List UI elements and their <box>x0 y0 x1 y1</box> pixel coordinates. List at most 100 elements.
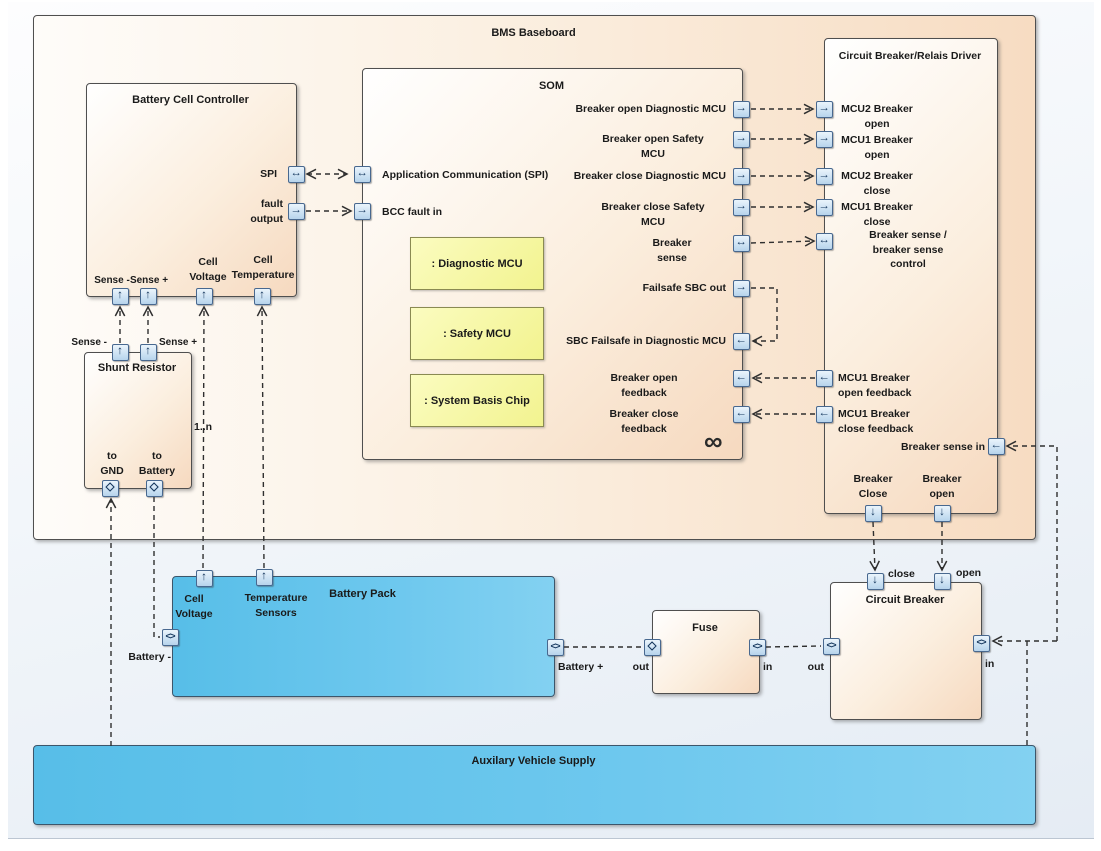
port-som-open-feedback: ← <box>732 369 750 387</box>
block-shunt-resistor <box>84 352 192 489</box>
block-battery-pack <box>172 576 555 697</box>
port-cb-open: ↓ <box>933 572 951 590</box>
circuit-breaker-title: Circuit Breaker <box>865 594 945 606</box>
port-drv-breaker-sense-in: ← <box>987 437 1005 455</box>
port-som-breaker-close-safety: → <box>732 198 750 216</box>
bms-baseboard-title: BMS Baseboard <box>491 27 576 39</box>
label-breaker-open-diag: Breaker open Diagnostic MCU <box>575 103 726 115</box>
port-drv-sense-ctrl: ↔ <box>815 232 833 250</box>
label-breaker-close-diag: Breaker close Diagnostic MCU <box>573 170 726 182</box>
label-fuse-out: out <box>632 661 649 673</box>
port-bcc-fault-output: → <box>287 202 305 220</box>
port-drv-mcu1-open: → <box>815 130 833 148</box>
port-som-sbc-failsafe-in: ← <box>732 332 750 350</box>
label-breaker-close-safety: Breaker close Safety MCU <box>601 201 705 228</box>
port-shunt-sense-minus: ↑ <box>111 343 129 361</box>
label-fuse-in: in <box>763 661 773 673</box>
label-failsafe-sbc-out: Failsafe SBC out <box>642 282 726 294</box>
driver-title: Circuit Breaker/Relais Driver <box>838 50 982 62</box>
label-shunt-sense-minus: Sense - <box>71 337 107 348</box>
label-fault-output: fault output <box>250 198 283 225</box>
port-drv-breaker-open: ↓ <box>933 504 951 522</box>
label-bcc-cell-voltage: Cell Voltage <box>189 256 227 283</box>
port-fuse-out: ◇ <box>643 638 661 656</box>
label-bcc-sense-minus: Sense - <box>94 275 130 286</box>
label-breaker-open-safety: Breaker open Safety MCU <box>602 133 704 160</box>
port-som-breaker-sense: ↔ <box>732 234 750 252</box>
som-title: SOM <box>538 80 565 92</box>
port-bcc-sense-plus: ↑ <box>139 287 157 305</box>
label-cb-close: close <box>888 568 915 580</box>
goggles-icon: ∞ <box>704 426 723 456</box>
label-bp-cell-voltage: Cell Voltage <box>175 593 213 620</box>
label-breaker-sense-ctrl: Breaker sense / breaker sense control <box>869 229 947 270</box>
label-breaker-sense-in: Breaker sense in <box>900 441 985 453</box>
label-cb-open: open <box>956 567 982 579</box>
port-drv-mcu1-close: → <box>815 198 833 216</box>
port-drv-mcu2-open: → <box>815 100 833 118</box>
port-drv-breaker-close: ↓ <box>864 504 882 522</box>
part-system-basis-chip: : System Basis Chip <box>410 374 544 427</box>
label-spi: SPI <box>260 168 277 180</box>
label-mcu2-breaker-close: MCU2 Breaker close <box>841 170 913 197</box>
port-drv-close-feedback: ← <box>815 405 833 423</box>
block-aux-vehicle-supply <box>33 745 1036 825</box>
port-bcc-spi: ↔ <box>287 165 305 183</box>
label-app-comm: Application Communication (SPI) <box>382 169 549 181</box>
port-bcc-cell-temperature: ↑ <box>253 287 271 305</box>
port-cb-close: ↓ <box>866 572 884 590</box>
shunt-resistor-title: Shunt Resistor <box>97 362 177 374</box>
label-mcu1-breaker-close: MCU1 Breaker close <box>841 201 913 228</box>
port-cb-out: <> <box>822 637 840 655</box>
port-bp-battery-plus: <> <box>546 638 564 656</box>
label-shunt-sense-plus: Sense + <box>159 337 198 348</box>
label-bcc-sense-plus: Sense + <box>129 275 169 286</box>
label-cb-out: out <box>807 661 824 673</box>
port-cb-in: <> <box>972 634 990 652</box>
port-bp-cell-voltage: ↑ <box>195 569 213 587</box>
label-cb-in: in <box>985 658 995 670</box>
port-bp-temp-sensors: ↑ <box>255 568 273 586</box>
port-bcc-sense-minus: ↑ <box>111 287 129 305</box>
port-som-breaker-open-diag: → <box>732 100 750 118</box>
battery-pack-title: Battery Pack <box>329 588 396 600</box>
fuse-title: Fuse <box>692 622 718 634</box>
label-bp-temp-sensors: Temperature Sensors <box>244 592 308 619</box>
label-sbc-failsafe-in: SBC Failsafe in Diagnostic MCU <box>566 335 726 347</box>
port-shunt-to-battery: ◇ <box>145 479 163 497</box>
label-drv-breaker-close: Breaker Close <box>853 473 893 500</box>
block-circuit-breaker-relais-driver <box>824 38 998 514</box>
label-drv-breaker-open: Breaker open <box>922 473 962 500</box>
label-mcu2-breaker-open: MCU2 Breaker open <box>841 103 913 130</box>
port-drv-open-feedback: ← <box>815 369 833 387</box>
port-bp-battery-minus: <> <box>161 628 179 646</box>
port-som-close-feedback: ← <box>732 405 750 423</box>
block-battery-cell-controller <box>86 83 297 297</box>
aux-vehicle-supply-title: Auxilary Vehicle Supply <box>471 755 596 767</box>
port-som-failsafe-sbc-out: → <box>732 279 750 297</box>
label-to-gnd: to GND <box>100 450 124 477</box>
port-shunt-to-gnd: ◇ <box>101 479 119 497</box>
port-drv-mcu2-close: → <box>815 167 833 185</box>
port-bcc-cell-voltage: ↑ <box>195 287 213 305</box>
label-mcu1-open-feedback: MCU1 Breaker open feedback <box>838 372 912 399</box>
battery-cell-controller-title: Battery Cell Controller <box>132 94 249 106</box>
label-bcc-cell-temperature: Cell Temperature <box>231 254 295 281</box>
label-breaker-open-feedback: Breaker open feedback <box>610 372 678 399</box>
label-breaker-sense: Breaker sense <box>652 237 692 264</box>
part-diagnostic-mcu: : Diagnostic MCU <box>410 237 544 290</box>
label-battery-minus: Battery - <box>128 651 171 663</box>
port-som-bcc-fault-in: → <box>353 202 371 220</box>
port-fuse-in: <> <box>748 638 766 656</box>
port-som-app-comm: ↔ <box>353 165 371 183</box>
label-multiplicity: 1..n <box>194 421 213 433</box>
label-bcc-fault-in: BCC fault in <box>382 206 443 218</box>
label-battery-plus: Battery + <box>558 661 604 673</box>
label-to-battery: to Battery <box>138 450 176 477</box>
label-mcu1-close-feedback: MCU1 Breaker close feedback <box>838 408 914 435</box>
port-som-breaker-close-diag: → <box>732 167 750 185</box>
port-shunt-sense-plus: ↑ <box>139 343 157 361</box>
port-som-breaker-open-safety: → <box>732 130 750 148</box>
part-safety-mcu: : Safety MCU <box>410 307 544 360</box>
